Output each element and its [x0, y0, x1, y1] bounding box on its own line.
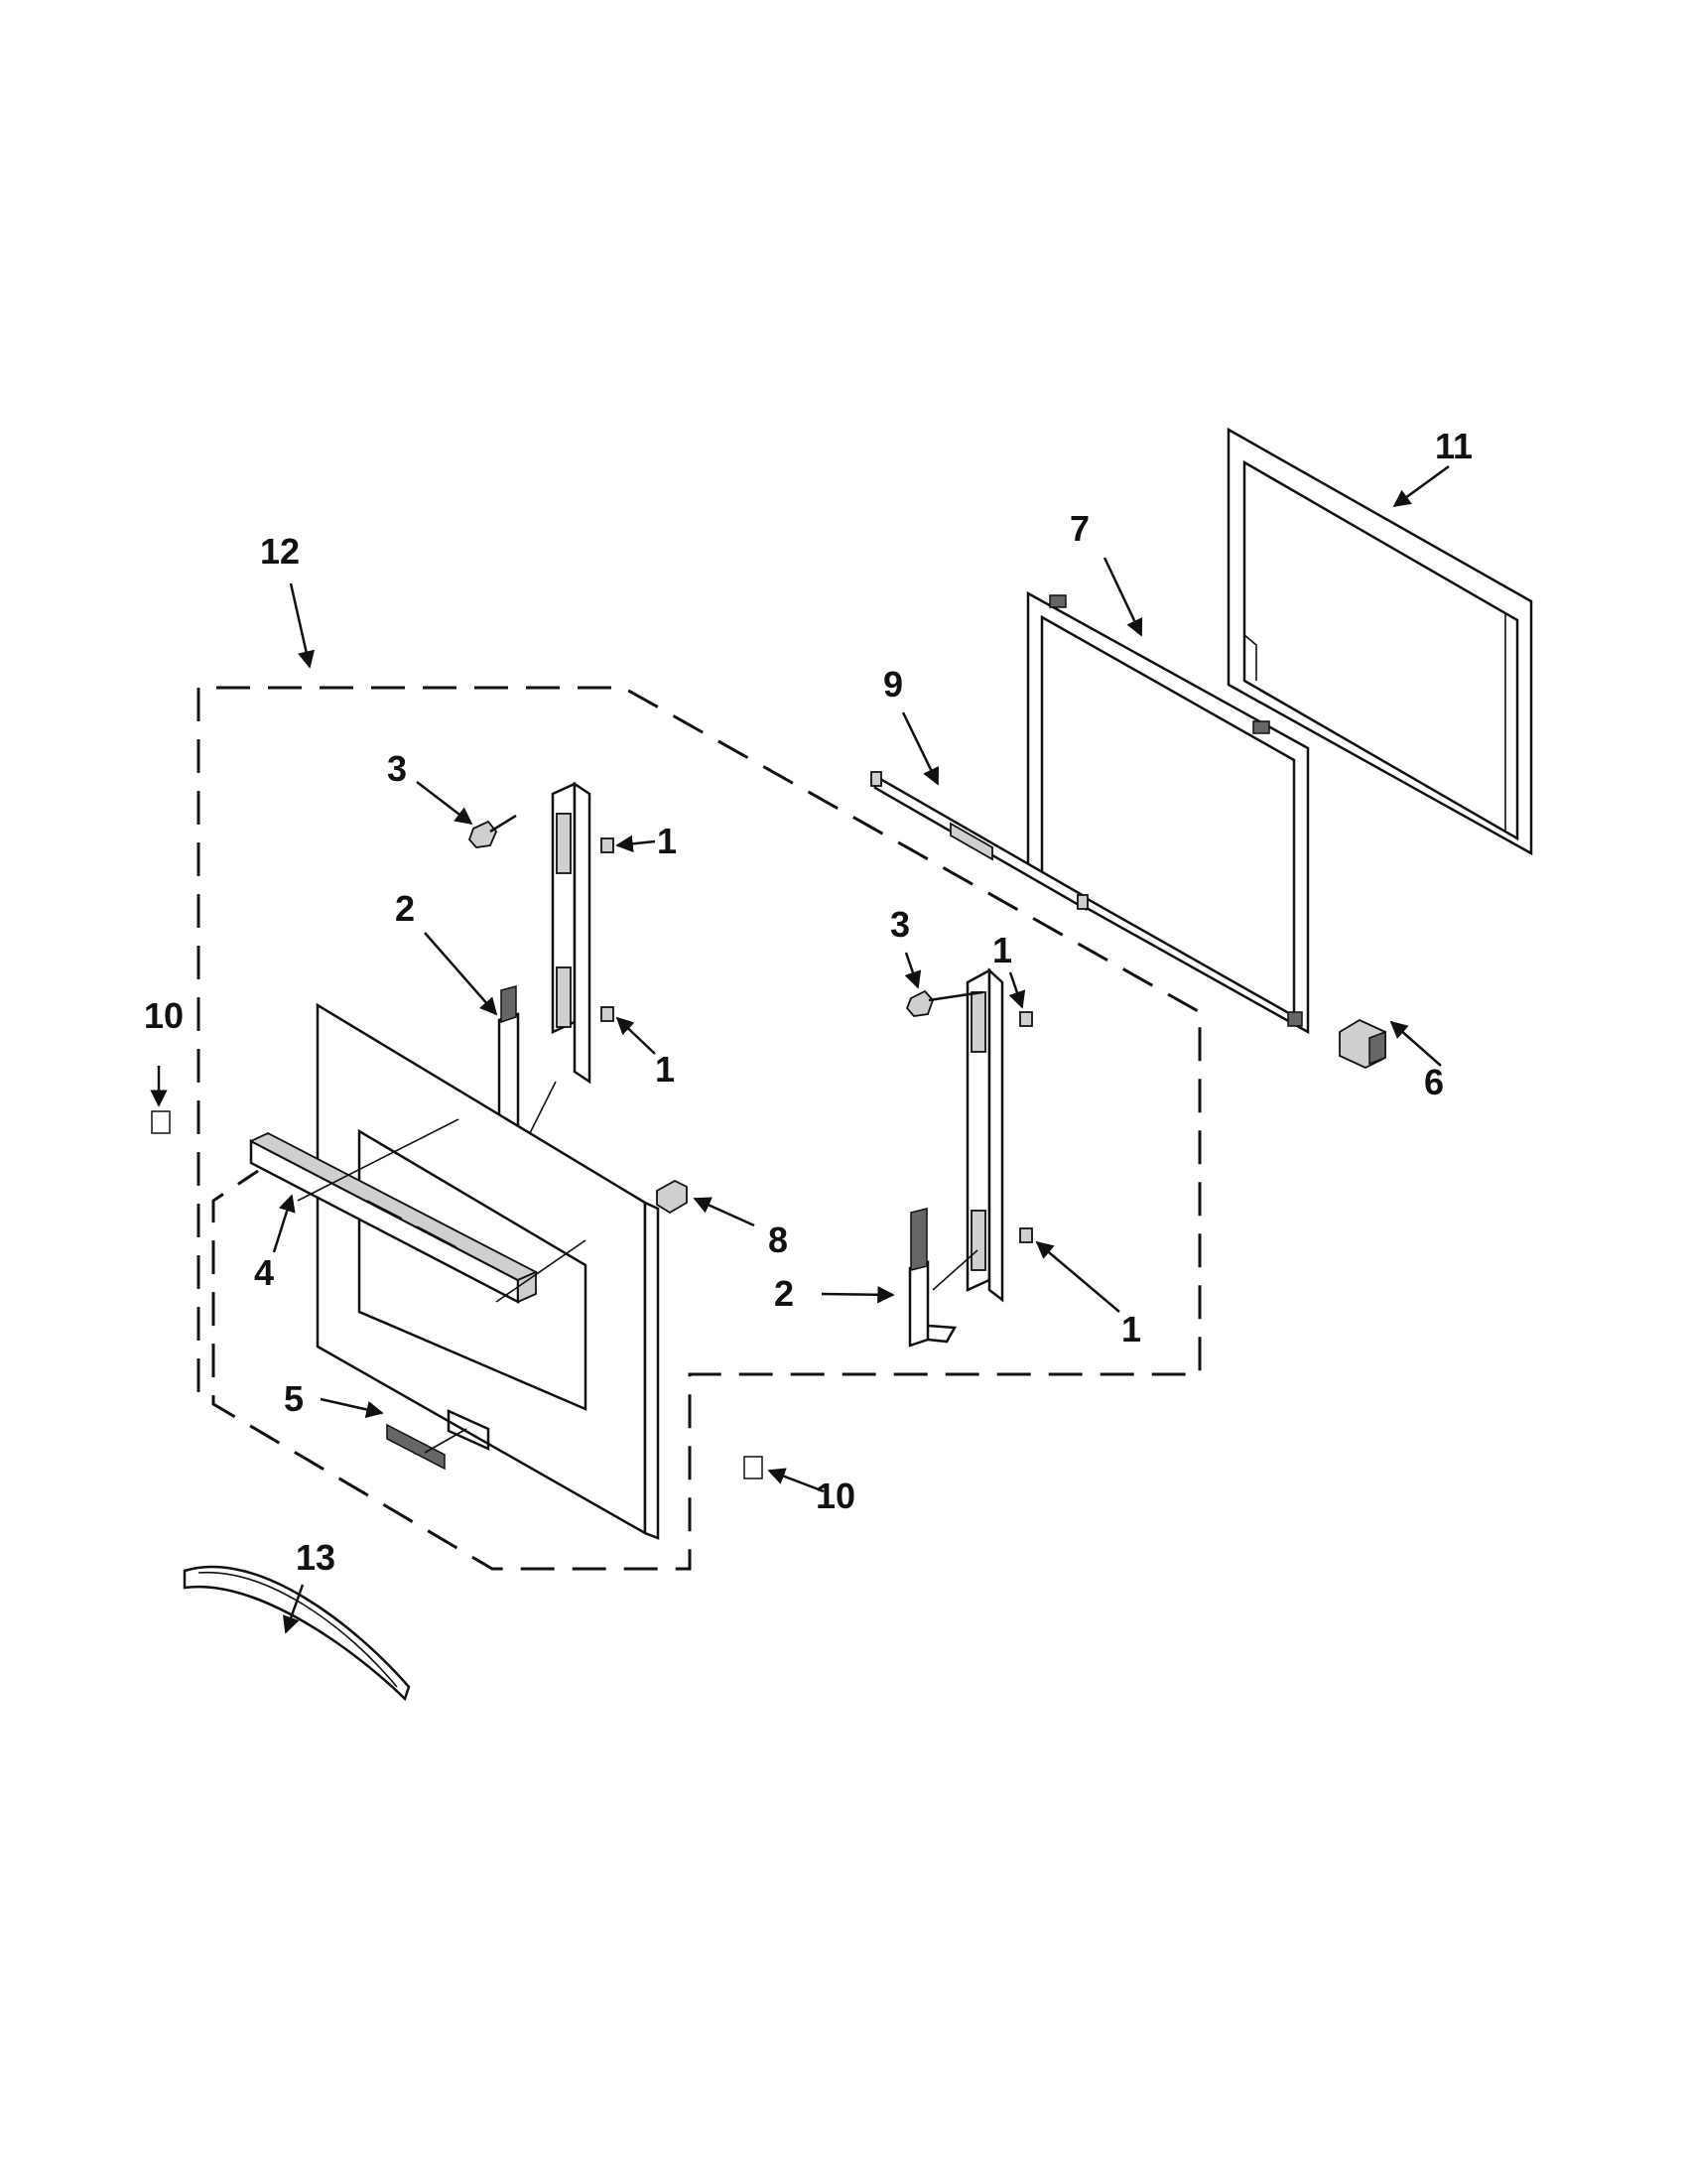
callout-10-right: 10 — [816, 1476, 855, 1516]
leader-lines — [150, 464, 1450, 1634]
part-8-bumper — [656, 1179, 688, 1215]
callout-1-left-lower: 1 — [655, 1049, 675, 1090]
callout-7: 7 — [1070, 508, 1090, 549]
part-13-door-handle — [183, 1565, 411, 1702]
callout-12: 12 — [260, 531, 300, 572]
left-hinge-clip-upper — [600, 837, 614, 853]
callout-9: 9 — [883, 664, 903, 705]
part-4-handle-bracket — [248, 1118, 586, 1305]
part-11-outer-panel — [1227, 427, 1533, 856]
callout-11: 11 — [1435, 426, 1473, 466]
right-hinge-clip-lower — [1019, 1227, 1033, 1243]
callout-3-left: 3 — [387, 748, 407, 789]
callout-2-left: 2 — [395, 888, 415, 929]
left-hinge-clip-lower — [600, 1006, 614, 1022]
left-hinge-assembly — [497, 781, 591, 1161]
callout-10-left: 10 — [144, 995, 184, 1036]
part-10-pad-right — [743, 1456, 763, 1479]
door-assembly-dashed-outline — [196, 686, 1202, 1571]
left-hinge-screw — [467, 814, 517, 848]
callout-6: 6 — [1424, 1062, 1444, 1102]
callout-1-right-upper: 1 — [992, 930, 1012, 970]
callout-5: 5 — [284, 1378, 304, 1419]
part-7-inner-frame — [1026, 590, 1310, 1035]
part-10-pad-left — [151, 1110, 171, 1134]
callout-labels: 11 7 12 9 3 1 2 1 10 1 3 6 8 4 2 1 5 10 … — [144, 426, 1473, 1578]
right-hinge-screw — [905, 989, 983, 1017]
callout-13: 13 — [296, 1537, 335, 1578]
right-hinge-clip-upper — [1019, 1011, 1033, 1027]
part-9-vent-strip — [870, 771, 1089, 912]
callout-8: 8 — [768, 1220, 788, 1260]
callout-2-right: 2 — [774, 1273, 794, 1314]
part-5-badge — [386, 1423, 467, 1471]
right-hinge-assembly — [908, 967, 1004, 1348]
callout-4: 4 — [254, 1252, 274, 1293]
part-6-door-switch — [1339, 1018, 1386, 1069]
callout-1-left-upper: 1 — [657, 821, 677, 861]
callout-1-right-lower: 1 — [1121, 1309, 1141, 1349]
callout-3-right: 3 — [890, 904, 910, 945]
